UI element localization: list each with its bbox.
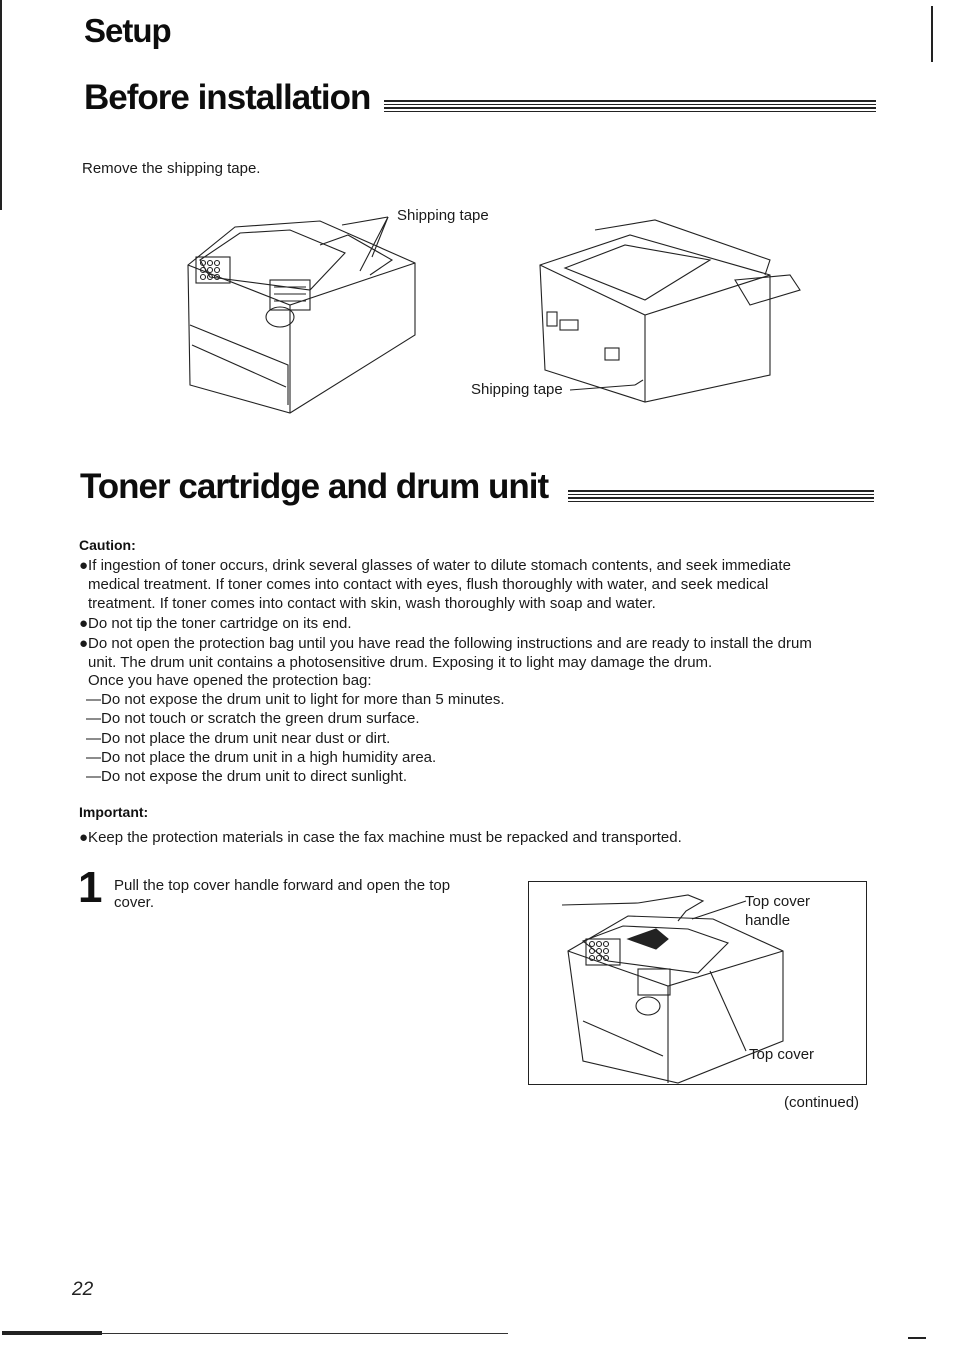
caution-line: —Do not touch or scratch the green drum … — [86, 710, 420, 727]
fax-back-illustration — [539, 219, 801, 403]
important-heading: Important: — [79, 804, 149, 820]
caution-line: ●If ingestion of toner occurs, drink sev… — [79, 557, 791, 574]
continued-note: (continued) — [784, 1094, 860, 1111]
before-installation-title: Before installation — [84, 78, 371, 117]
caution-line: —Do not place the drum unit near dust or… — [86, 730, 391, 747]
shipping-tape-label-top: Shipping tape — [397, 207, 489, 224]
top-cover-handle-label: handle — [745, 912, 791, 929]
bottom-right-mark — [908, 1337, 926, 1339]
caution-heading: Caution: — [79, 537, 136, 553]
top-cover-label: Top cover — [749, 1046, 815, 1063]
important-line: ●Keep the protection materials in case t… — [79, 829, 682, 846]
caution-line: unit. The drum unit contains a photosens… — [88, 654, 713, 671]
caution-line: ●Do not tip the toner cartridge on its e… — [79, 615, 352, 632]
toner-title-rule — [568, 490, 874, 504]
toner-drum-title: Toner cartridge and drum unit — [80, 467, 549, 506]
caution-line: ●Do not open the protection bag until yo… — [79, 635, 812, 652]
step-instruction: cover. — [114, 894, 155, 911]
remove-tape-instruction: Remove the shipping tape. — [82, 160, 261, 177]
caution-line: —Do not place the drum unit in a high hu… — [86, 749, 437, 766]
shipping-tape-label-bottom: Shipping tape — [471, 381, 563, 398]
left-margin-bar — [0, 0, 2, 210]
caution-line: medical treatment. If toner comes into c… — [88, 576, 769, 593]
bottom-rule-thick — [2, 1331, 102, 1335]
title-rule — [384, 100, 876, 114]
section-header: Setup — [84, 12, 172, 49]
bottom-rule — [2, 1333, 508, 1334]
page-number: 22 — [72, 1279, 94, 1300]
fax-front-illustration — [187, 216, 416, 414]
caution-line: Once you have opened the protection bag: — [88, 672, 372, 689]
top-right-mark — [931, 6, 933, 62]
step-instruction: Pull the top cover handle forward and op… — [114, 877, 451, 894]
top-cover-illustration — [561, 894, 784, 1084]
caution-line: treatment. If toner comes into contact w… — [88, 595, 656, 612]
caution-line: —Do not expose the drum unit to direct s… — [86, 768, 408, 785]
step-number: 1 — [78, 863, 103, 912]
step-illustration-frame — [528, 881, 867, 1085]
caution-line: —Do not expose the drum unit to light fo… — [86, 691, 505, 708]
top-cover-handle-label: Top cover — [745, 893, 811, 910]
